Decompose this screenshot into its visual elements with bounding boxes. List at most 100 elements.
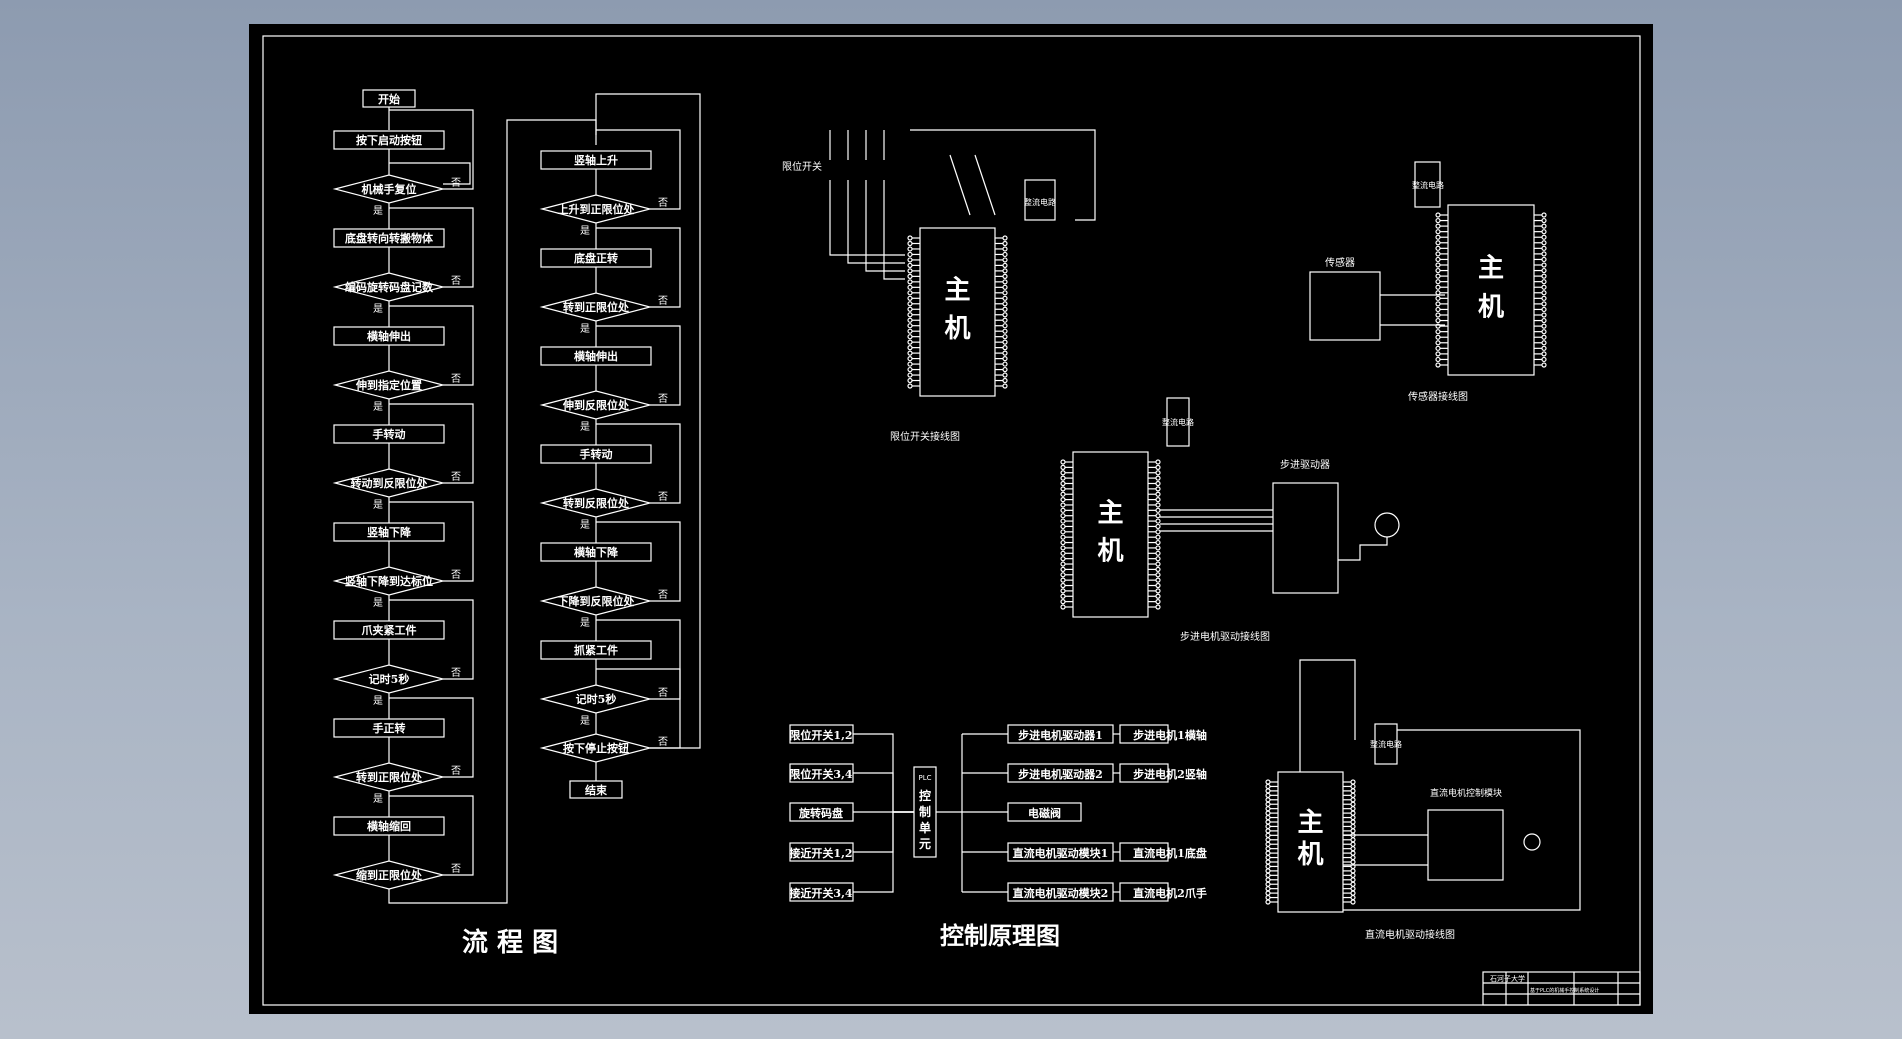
dc-rectifier-label: 整流电路 — [1370, 739, 1402, 749]
drawing-canvas — [249, 24, 1653, 1014]
flow-c2-decision-label-12: 按下停止按钮 — [563, 741, 629, 755]
flow-c2-no-1: 否 — [658, 197, 668, 209]
sensor-box — [1309, 271, 1381, 341]
flow-c1-yes-9: 是 — [373, 597, 383, 609]
flow-start-label: 开始 — [378, 92, 400, 106]
flow-c2-box-label-6: 手转动 — [580, 447, 613, 461]
stepper-rectifier — [1166, 397, 1190, 447]
flow-c1-box-label-6: 手转动 — [373, 427, 406, 441]
sensor-rectifier-label: 整流电路 — [1412, 180, 1444, 190]
flow-c1-box-label-12: 手正转 — [373, 721, 406, 735]
control-motor-4 — [1119, 882, 1169, 902]
flow-c1-decision-label-13: 转到正限位处 — [356, 770, 423, 784]
flow-c2-yes-1: 是 — [580, 225, 590, 237]
flowchart: 开始按下启动按钮机械手复位否底盘转向转搬物体编码旋转码盘记数否横轴伸出伸到指定位… — [332, 89, 701, 904]
flow-c1-box-label-10: 爪夹紧工件 — [362, 623, 417, 637]
flow-c2-box-label-0: 竖轴上升 — [574, 153, 618, 167]
flow-c2-decision-label-3: 转到正限位处 — [563, 300, 630, 314]
control-motor-label-1: 步进电机2竖轴 — [1133, 767, 1207, 781]
flow-c2-decision-label-7: 转到反限位处 — [563, 496, 630, 510]
control-unit-char-1: 制 — [919, 804, 931, 819]
limit-caption: 限位开关接线图 — [890, 430, 960, 443]
host-dc-label2: 机 — [1297, 840, 1323, 870]
host-dc — [1277, 771, 1344, 913]
drawing-border — [262, 35, 1641, 1006]
flow-c2-no-12: 否 — [658, 736, 668, 748]
flow-c1-box-label-0: 按下启动按钮 — [356, 133, 422, 147]
flow-c1-yes-1: 是 — [373, 205, 383, 217]
control-unit-char-2: 单 — [919, 820, 931, 835]
flow-end — [569, 780, 623, 799]
flow-end-label: 结束 — [584, 783, 608, 797]
flow-c1-no-15: 否 — [451, 863, 461, 875]
sensor-caption: 传感器接线图 — [1408, 390, 1468, 403]
titleblock-school: 石河子大学 — [1490, 974, 1525, 983]
flow-c2-decision-label-5: 伸到反限位处 — [562, 398, 630, 412]
host-stepper — [1072, 451, 1149, 618]
flow-c1-box-label-4: 横轴伸出 — [367, 329, 411, 343]
flow-c1-yes-13: 是 — [373, 793, 383, 805]
flow-c2-box-label-10: 抓紧工件 — [574, 643, 618, 657]
control-unit-char-3: 元 — [919, 837, 931, 851]
flow-c1-yes-7: 是 — [373, 499, 383, 511]
control-driver-label-4: 直流电机驱动模块2 — [1013, 886, 1109, 900]
wiring-diagrams: 主机限位开关整流电路限位开关接线图主机整流电路传感器传感器接线图主机整流电路步进… — [782, 129, 1581, 941]
flow-c1-no-9: 否 — [451, 569, 461, 581]
host-sensor-label1: 主 — [1478, 253, 1504, 283]
flow-c1-no-1: 否 — [451, 177, 461, 189]
control-motor-label-0: 步进电机1横轴 — [1133, 728, 1207, 742]
flow-c1-no-13: 否 — [451, 765, 461, 777]
host-sensor-label2: 机 — [1478, 293, 1504, 323]
control-input-label-1: 限位开关3,4 — [789, 767, 852, 781]
control-driver-2 — [1007, 802, 1082, 822]
stepper-driver-label: 步进驱动器 — [1280, 459, 1330, 471]
limit-rectifier — [1024, 179, 1056, 221]
flow-c2-yes-7: 是 — [580, 519, 590, 531]
flow-c1-decision-label-1: 机械手复位 — [362, 182, 417, 196]
flow-c2-no-9: 否 — [658, 589, 668, 601]
control-motor-label-4: 直流电机2爪手 — [1133, 886, 1207, 900]
dc-module — [1427, 809, 1504, 881]
host-limit — [919, 227, 996, 397]
control-motor-3 — [1119, 842, 1169, 862]
host-stepper-label1: 主 — [1097, 498, 1123, 528]
flow-c2-box-label-8: 横轴下降 — [574, 545, 619, 559]
flow-c1-no-11: 否 — [451, 667, 461, 679]
host-limit-label2: 机 — [944, 314, 970, 344]
control-motor-label-3: 直流电机1底盘 — [1133, 846, 1207, 860]
title-block: 石河子大学 基于PLC的机械手控制系统设计 — [1482, 971, 1641, 1006]
flow-c2-yes-5: 是 — [580, 421, 590, 433]
flow-c2-no-11: 否 — [658, 687, 668, 699]
flow-c2-yes-3: 是 — [580, 323, 590, 335]
titleblock-drawing: 基于PLC的机械手控制系统设计 — [1530, 987, 1599, 994]
flow-c1-box-label-14: 横轴缩回 — [367, 819, 411, 833]
stepper-driver — [1272, 482, 1339, 594]
flow-c1-decision-label-11: 记时5秒 — [369, 672, 410, 686]
flow-c1-no-7: 否 — [451, 471, 461, 483]
stepper-rectifier-label: 整流电路 — [1162, 417, 1194, 427]
dc-caption: 直流电机驱动接线图 — [1365, 928, 1455, 941]
sensor-rectifier — [1414, 161, 1441, 208]
host-sensor — [1447, 204, 1535, 376]
flow-c1-decision-label-15: 缩到正限位处 — [356, 868, 423, 882]
control-unit-char-0: 控 — [919, 788, 931, 803]
host-dc-label1: 主 — [1297, 808, 1323, 838]
flow-c2-no-7: 否 — [658, 491, 668, 503]
flow-c1-yes-11: 是 — [373, 695, 383, 707]
control-plc-label: PLC — [918, 774, 931, 782]
flow-c2-decision-label-11: 记时5秒 — [576, 692, 617, 706]
flow-c2-decision-label-1: 上升到正限位处 — [558, 202, 636, 216]
flow-c1-decision-label-5: 伸到指定位置 — [355, 378, 422, 392]
control-driver-label-1: 步进电机驱动器2 — [1018, 767, 1103, 781]
control-driver-label-2: 电磁阀 — [1028, 806, 1061, 820]
control-title: 控制原理图 — [940, 921, 1060, 950]
flow-c1-decision-label-7: 转动到反限位处 — [351, 476, 429, 490]
flow-c1-yes-5: 是 — [373, 401, 383, 413]
flow-c2-decision-label-9: 下降到反限位处 — [558, 594, 636, 608]
limit-switch-side-label: 限位开关 — [782, 160, 822, 173]
host-stepper-label2: 机 — [1097, 536, 1123, 566]
control-driver-label-0: 步进电机驱动器1 — [1018, 728, 1103, 742]
control-motor-0 — [1119, 724, 1169, 744]
dc-motor — [1523, 833, 1541, 851]
limit-rectifier-label: 整流电路 — [1024, 197, 1056, 207]
